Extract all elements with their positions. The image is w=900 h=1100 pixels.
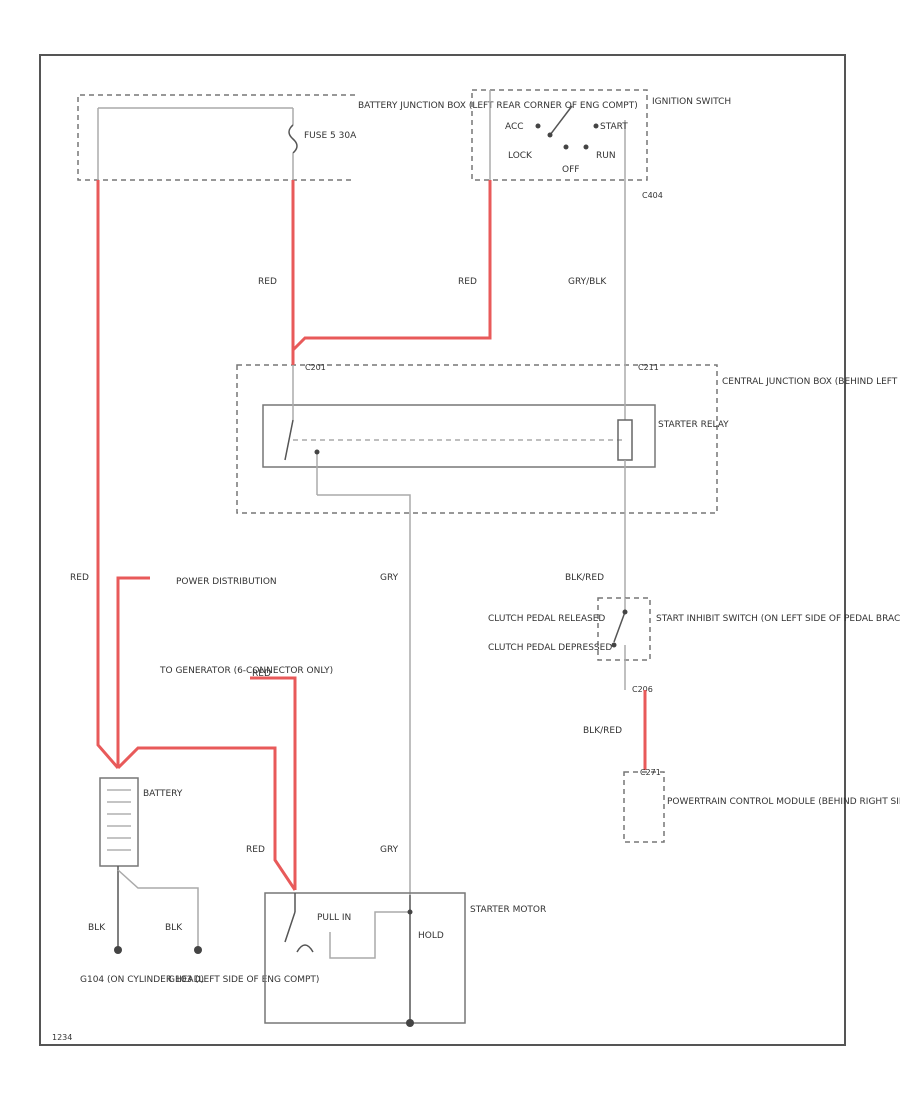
battery: BATTERY [99,777,183,867]
battery-junction-box-label: BATTERY JUNCTION BOX (LEFT REAR CORNER O… [358,101,638,111]
ground-g104-label: G104 (ON CYLINDER HEAD) [80,975,204,985]
central-junction-box-label: CENTRAL JUNCTION BOX (BEHIND LEFT SIDE O… [722,377,900,387]
battery-icon [99,777,139,867]
wire-red-power-distribution [116,576,150,768]
wire-label-red-4: RED [246,845,265,855]
clutch-released-label: CLUTCH PEDAL RELEASED [488,614,605,624]
wire-label-blk-red-2: BLK/RED [583,726,622,736]
connector-c201: C201 [305,363,326,372]
inhibit-switch-blade-icon [613,611,626,643]
wire-red-battery-feed [96,180,120,769]
fuse-label: FUSE 5 30A [304,131,357,141]
switch-pos-run: RUN [596,151,616,161]
wire-label-gry-1: GRY [380,573,399,583]
power-distribution-label: POWER DISTRIBUTION [176,577,277,587]
ground-g103-label: G103 (LEFT SIDE OF ENG COMPT) [168,975,319,985]
switch-pos-acc: ACC [505,122,524,132]
wire-label-blk-1: BLK [88,923,106,933]
powertrain-control-module: POWERTRAIN CONTROL MODULE (BEHIND RIGHT … [623,768,900,843]
wire-label-red-1: RED [258,277,277,287]
wire-label-gry-2: GRY [380,845,399,855]
ground-g103-icon [194,946,202,954]
ground-g104-icon [114,946,122,954]
wire-label-blk-2: BLK [165,923,183,933]
wire-red-starter-b [116,746,297,891]
switch-pos-lock: LOCK [508,151,533,161]
ignition-switch-label: IGNITION SWITCH [652,97,731,107]
central-junction-box: C201 C211 STARTER RELAY CENTRAL JUNCTION… [236,363,900,514]
wire-label-red-2: RED [458,277,477,287]
hold-label: HOLD [418,931,444,941]
starter-relay-label: STARTER RELAY [658,420,729,430]
clutch-depressed-label: CLUTCH PEDAL DEPRESSED [488,643,612,653]
starter-relay [262,404,656,468]
connector-c211: C211 [638,363,659,372]
connector-c404: C404 [642,191,663,200]
starter-motor-icon [296,944,314,953]
wire-label-blk-red-1: BLK/RED [565,573,604,583]
wire-label-red-5: RED [252,669,271,679]
ignition-switch: ACC START LOCK OFF RUN IGNITION SWITCH C… [471,89,731,200]
starter-motor: PULL IN HOLD STARTER MOTOR [264,892,546,1027]
pull-in-label: PULL IN [317,913,351,923]
figure-id: 1234 [52,1033,72,1042]
fuse-icon [288,124,298,154]
grounds: BLK BLK G104 (ON CYLINDER HEAD) G103 (LE… [80,866,319,985]
wire-label-red-3: RED [70,573,89,583]
generator-label: TO GENERATOR (6-CONNECTOR ONLY) [159,666,333,676]
starter-motor-label: STARTER MOTOR [470,905,546,915]
connector-c206: C206 [632,685,653,694]
wire-label-gry-blk: GRY/BLK [568,277,607,287]
diagram-frame [39,54,846,1046]
wire-red-generator [250,676,297,890]
battery-label: BATTERY [143,789,183,799]
relay-contact-icon [284,419,294,461]
starter-contact-icon [284,911,296,943]
switch-pos-start: START [600,122,628,132]
battery-junction-box: FUSE 5 30A BATTERY JUNCTION BOX (LEFT RE… [77,94,638,181]
connector-c271: C271 [640,768,661,777]
ignition-switch-blade-icon [549,105,573,136]
pcm-label: POWERTRAIN CONTROL MODULE (BEHIND RIGHT … [667,797,900,807]
wire-red-ignition [291,180,492,352]
switch-pos-off: OFF [562,165,579,175]
start-inhibit-switch-label: START INHIBIT SWITCH (ON LEFT SIDE OF PE… [656,614,900,624]
start-inhibit-switch: BLK/RED CLUTCH PEDAL RELEASED CLUTCH PED… [488,513,900,694]
